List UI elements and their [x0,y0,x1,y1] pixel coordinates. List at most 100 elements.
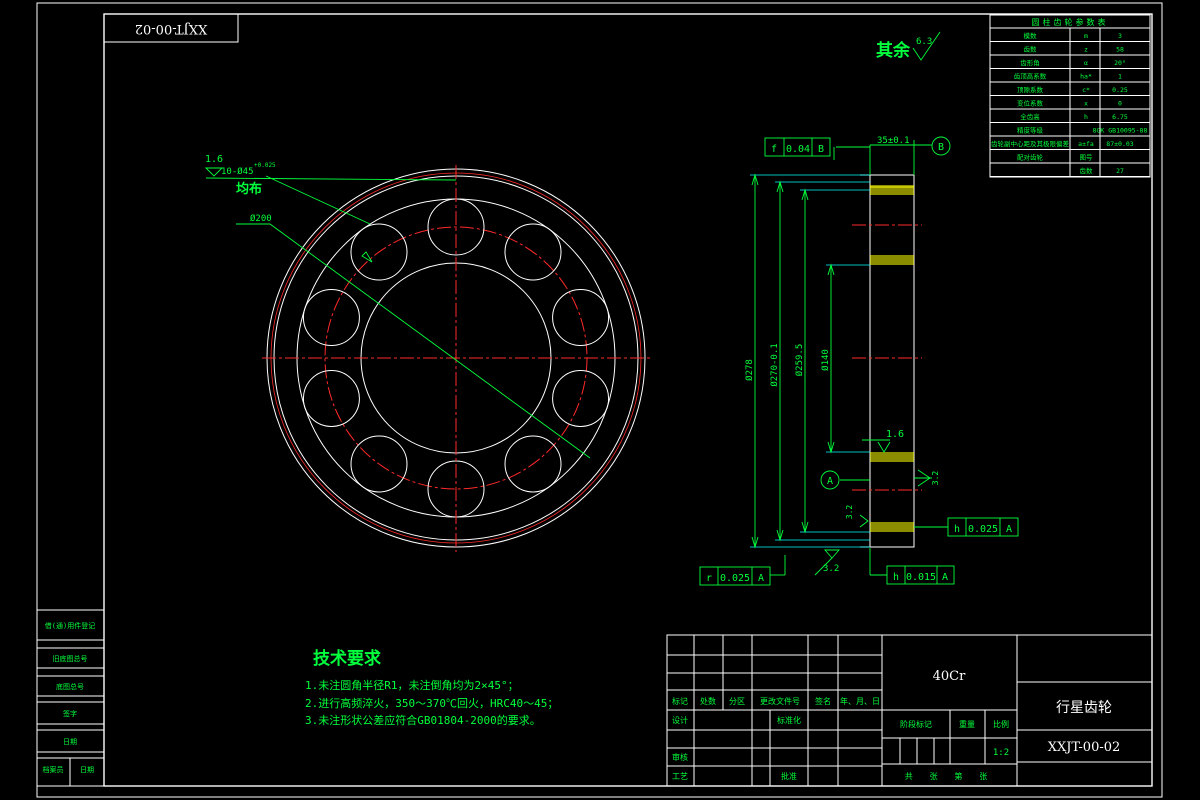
top-width-dimension: 35±0.1 [877,136,910,146]
gear-side-view [852,174,922,548]
dim-bore-diameter: Ø140 [820,349,831,371]
gear-hole [552,369,610,427]
gear-hole [504,435,562,493]
gear-hole [302,369,360,427]
tb-process: 工艺 [672,772,688,781]
tb-change-doc: 更改文件号 [760,696,800,706]
inner-border [103,13,1153,787]
fcf-bottom-right-value: 0.015 [906,572,936,583]
front-view-dimensions [204,167,591,459]
tb-approve: 批准 [781,771,797,781]
param-cell: 齿数 [1080,166,1094,175]
fcf-top-value: 0.04 [786,144,810,155]
fcf-right [947,517,1019,537]
tech-req-title: 技术要求 [313,648,381,669]
param-cell: 1 [1118,73,1122,81]
fcf-bottom-left [699,566,771,586]
param-cell: 0.25 [1112,86,1128,94]
tb-standardize: 标准化 [777,715,801,725]
param-cell: 0 [1118,100,1122,108]
roughness-face-right: 3.2 [931,471,940,486]
dim-tip-diameter: Ø270-0.1 [769,343,780,386]
left-strip-label-3: 底图总号 [56,682,84,691]
fcf-bottom-right-symbol: h [893,572,899,583]
param-cell: 齿顶高系数 [1014,72,1047,81]
fcf-top-datum: B [818,144,824,155]
datum-a-marker [820,470,840,490]
gear-hole [350,223,408,281]
drawing-number-box [103,13,239,43]
param-cell: a±fa [1078,140,1094,148]
param-cell: 模数 [1024,31,1038,40]
gear-hole [504,223,562,281]
param-cell: 图号 [1080,154,1094,162]
drawing-number-top: XXJT-00-02 [135,21,208,36]
param-cell: z [1084,46,1088,54]
tb-date: 年、月、日 [840,696,880,706]
hole-spec: 10-Ø45 [221,166,254,177]
tech-req-item-1: 1.未注圆角半径R1，未注倒角均为2×45°； [305,678,519,692]
tb-checker: 审核 [672,752,688,762]
part-name: 行星齿轮 [1056,700,1112,716]
tb-count: 处数 [700,696,716,706]
param-cell: 20° [1114,59,1126,67]
param-cell: 87±0.03 [1106,140,1133,148]
stage-label: 阶段标记 [900,719,932,729]
datum-a-label: A [827,476,833,487]
title-block [666,634,1153,787]
param-cell: 58 [1116,46,1124,54]
fcf-bottom-right [886,565,955,585]
dim-pitch-diameter: Ø259.5 [794,344,805,377]
fcf-top [764,137,831,157]
side-view-dimensions [750,140,948,576]
param-cell: h [1084,113,1088,121]
roughness-face-left: 3.2 [845,505,854,520]
param-cell: 齿数 [1024,45,1038,54]
left-margin-strip [36,609,105,787]
tb-zone: 分区 [729,697,745,706]
surface-rest-value: 6.3 [916,37,932,47]
param-cell: 27 [1116,167,1124,175]
param-cell: 6.75 [1112,113,1128,121]
datum-b-marker [931,136,951,156]
left-strip-label-7: 日期 [80,766,94,774]
gear-front-view [262,165,650,552]
material-label: 40Cr [933,669,966,684]
fcf-right-value: 0.025 [968,524,998,535]
tech-req-item-3: 3.未注形状公差应符合GB01804-2000的要求。 [305,713,541,727]
outer-border [36,2,1163,798]
gear-hole [350,435,408,493]
param-cell: 配对齿轮 [1017,153,1044,162]
pcd-dimension: Ø200 [250,213,272,224]
param-table-title: 圆柱齿轮参数表 [1032,17,1109,27]
fcf-bottom-right-datum: A [942,572,948,583]
roughness-bottom: 3.2 [823,564,839,574]
param-cell: 变位系数 [1017,99,1044,108]
gear-hole [552,289,610,347]
hole-tolerance: +0.025 [254,162,276,169]
param-cell: x [1084,100,1088,108]
scale-value: 1:2 [993,748,1009,758]
param-cell: 全齿高 [1020,112,1040,121]
evenly-distributed: 均布 [236,181,262,197]
roughness-symbol-icon [912,31,941,61]
chamfer-roughness: 1.6 [205,154,223,165]
fcf-right-symbol: h [954,524,960,535]
fcf-right-datum: A [1006,524,1012,535]
datum-b-label: B [938,142,944,153]
surface-rest-label: 其余 [876,40,911,61]
param-cell: 齿轮副中心距及其极限偏差 [991,139,1070,148]
param-cell: 齿形角 [1020,58,1040,67]
gear-hole [302,289,360,347]
scale-label: 比例 [993,719,1009,729]
fcf-bottom-left-value: 0.025 [720,573,750,584]
param-cell: α [1084,59,1088,67]
fcf-top-symbol: f [771,144,777,155]
tb-mark: 标记 [672,696,688,706]
param-cell: 顶隙系数 [1017,85,1044,94]
tb-sign: 签名 [815,696,831,706]
drawing-number: XXJT-00-02 [1048,740,1121,755]
param-cell: c* [1082,86,1090,94]
